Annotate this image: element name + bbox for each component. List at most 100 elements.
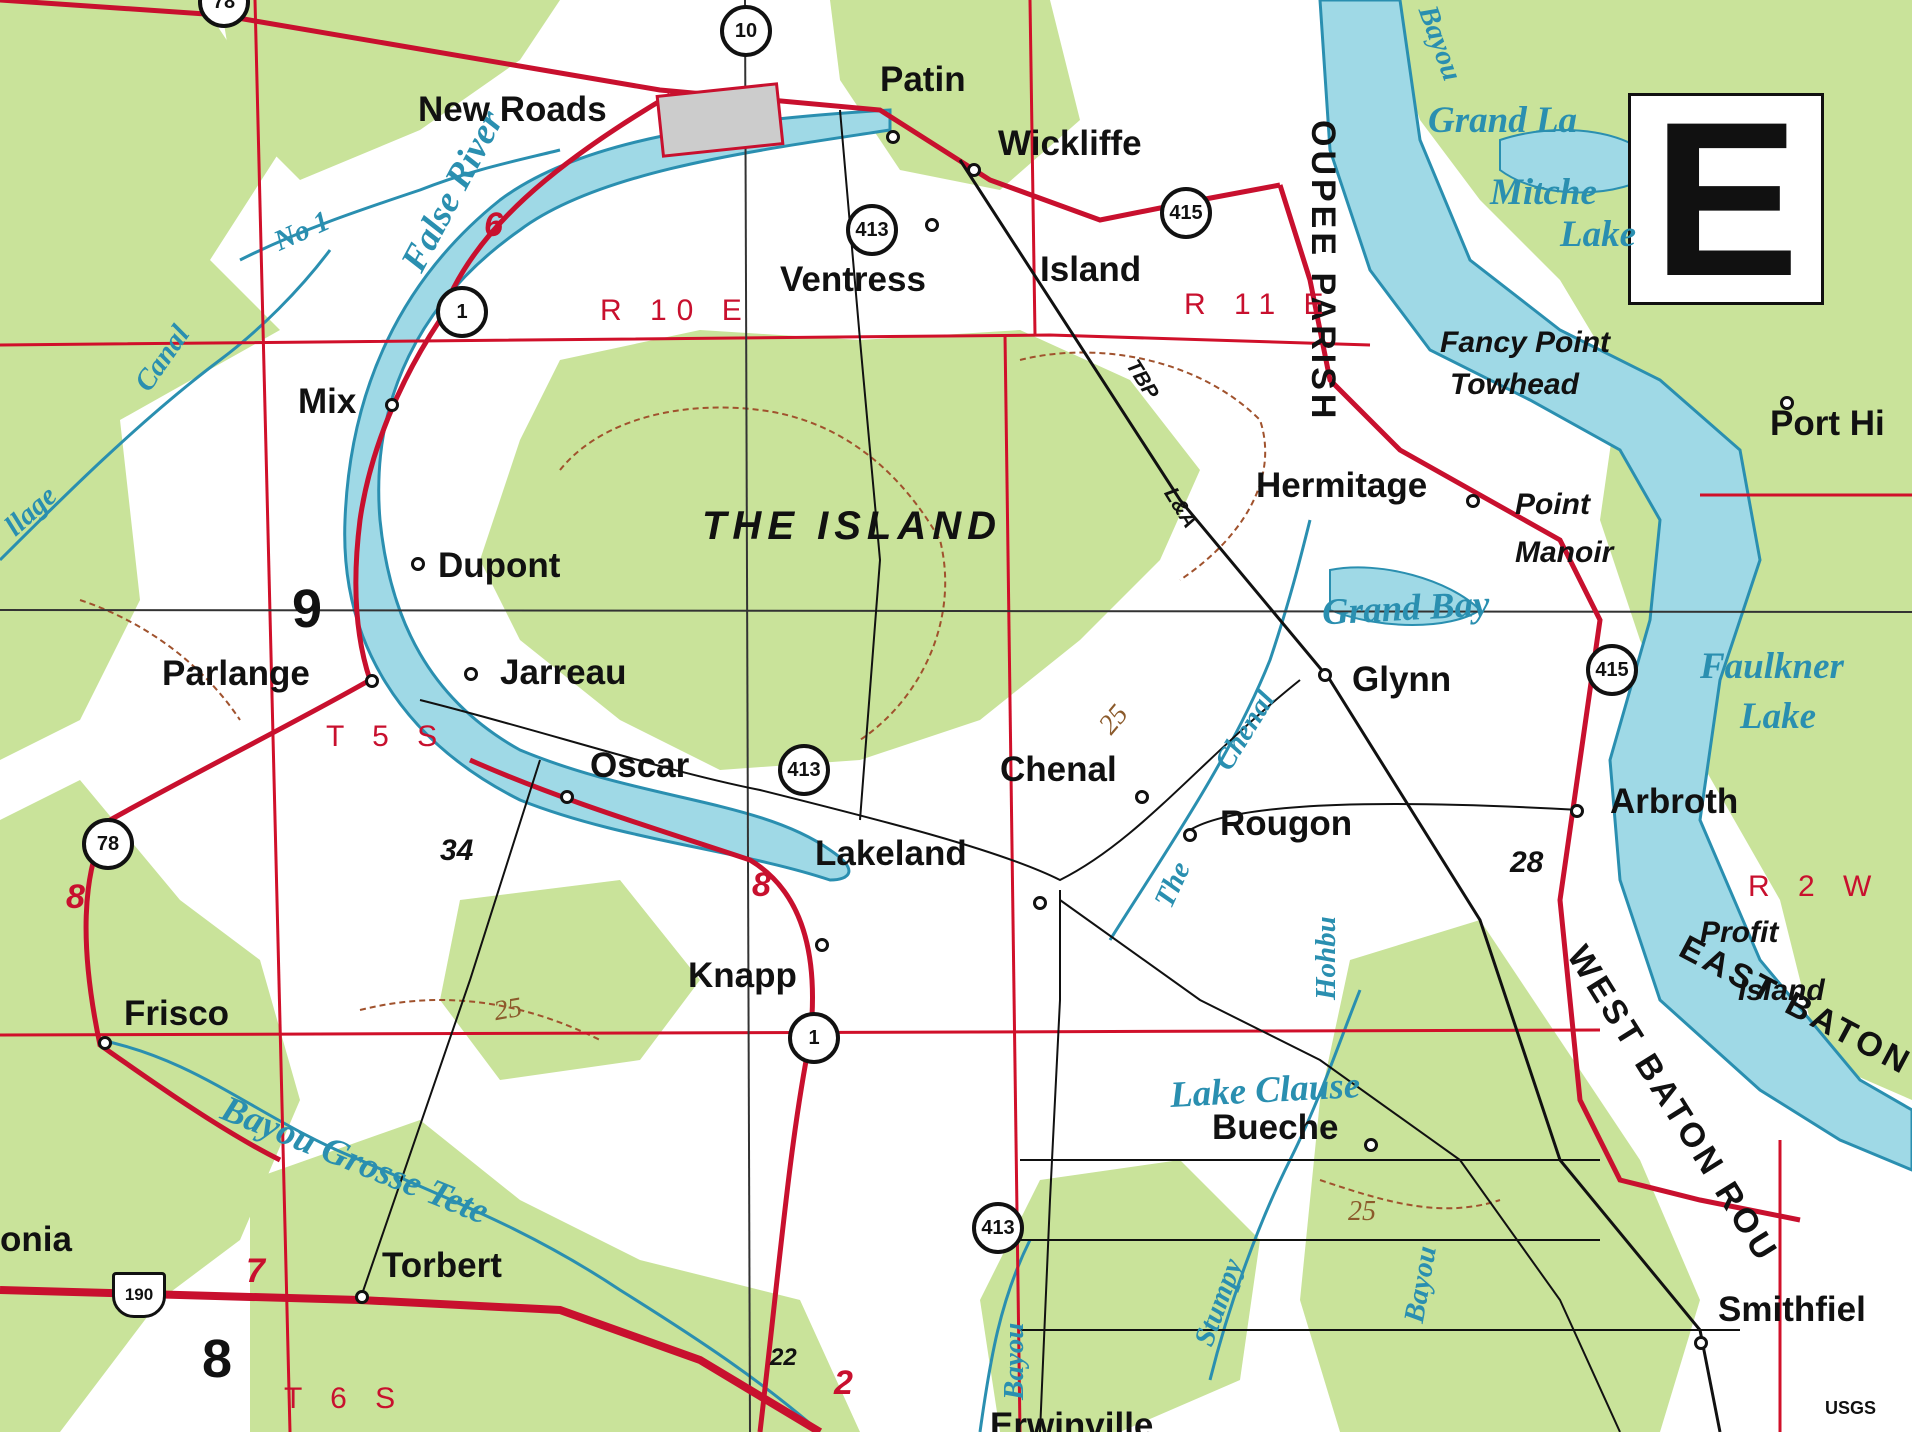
road-la1-west xyxy=(353,92,672,681)
feature-point: Point xyxy=(1515,488,1590,521)
veg-island-center xyxy=(480,330,1200,770)
water-mitchell-lake-1: Mitche xyxy=(1490,172,1597,213)
grid-number-8: 8 xyxy=(202,1329,233,1389)
water-bayou-south: Bayou xyxy=(998,1322,1030,1400)
place-torbert: Torbert xyxy=(382,1246,502,1285)
grid-v-2 xyxy=(1028,0,1037,336)
place-glynn: Glynn xyxy=(1352,660,1452,699)
place-ventress: Ventress xyxy=(780,260,926,299)
section-8b: 8 xyxy=(66,878,85,916)
place-arbroth: Arbroth xyxy=(1610,782,1739,821)
town-marker-smithfield xyxy=(1694,1336,1708,1350)
utm-h-1 xyxy=(0,609,1912,613)
road-local-6 xyxy=(1059,899,1621,1432)
road-us190 xyxy=(0,1286,823,1432)
town-marker-chenal xyxy=(1135,790,1149,804)
feature-island: Island xyxy=(1738,974,1825,1007)
road-local-3 xyxy=(1189,803,1581,831)
road-south xyxy=(468,757,815,1432)
place-frisco: Frisco xyxy=(124,994,230,1033)
township-t5s: T 5 S xyxy=(326,720,448,753)
place-new-roads: New Roads xyxy=(418,90,607,129)
township-t6s: T 6 S xyxy=(284,1382,406,1415)
town-marker-patin xyxy=(886,130,900,144)
range-r2w: R 2 W xyxy=(1748,870,1882,903)
canal-stream xyxy=(0,249,332,562)
range-r11e: R 11 E xyxy=(1184,288,1334,321)
water-faulkner: Faulkner xyxy=(1700,646,1844,687)
feature-profit: Profit xyxy=(1700,916,1779,949)
feature-fancy-point: Fancy Point xyxy=(1440,326,1611,359)
contour-label-25a: 25 xyxy=(491,991,525,1028)
route-shield-413-mid: 413 xyxy=(778,744,830,796)
map-corner-letter: E xyxy=(1628,89,1824,309)
town-marker-knapp xyxy=(815,938,829,952)
road-grid-south xyxy=(1020,1159,1740,1331)
place-rougon: Rougon xyxy=(1220,804,1353,843)
range-r10e: R 10 E xyxy=(600,294,752,327)
railroad-line xyxy=(958,159,1722,1432)
town-marker-frisco xyxy=(98,1036,112,1050)
streams xyxy=(0,148,1362,1432)
veg-south-center xyxy=(980,1160,1260,1432)
route-shield-us190: 190 xyxy=(112,1272,166,1318)
place-dupont: Dupont xyxy=(438,546,561,585)
grid-number-9: 9 xyxy=(292,579,323,639)
road-local-1 xyxy=(419,679,1301,882)
route-shield-413-north: 413 xyxy=(846,204,898,256)
contour-5 xyxy=(79,599,241,721)
place-mix: Mix xyxy=(298,382,357,421)
grid-v-3 xyxy=(1003,334,1022,1432)
place-island: Island xyxy=(1040,250,1142,289)
town-marker-arbroth xyxy=(1570,804,1584,818)
veg-south-mid xyxy=(440,880,700,1080)
feature-towhead: Towhead xyxy=(1450,368,1579,401)
contour-1 xyxy=(559,406,947,741)
area-the-island: THE ISLAND xyxy=(702,504,1002,548)
town-marker-ventress xyxy=(925,218,939,232)
route-shield-1-north: 1 xyxy=(436,286,488,338)
town-marker-port-hickey xyxy=(1780,396,1794,410)
contour-2 xyxy=(1019,351,1267,581)
route-shield-78: 78 xyxy=(82,818,134,870)
chenal-stream xyxy=(1108,519,1312,941)
town-marker-jarreau xyxy=(464,667,478,681)
place-lakeland: Lakeland xyxy=(815,834,967,873)
place-erwinville: Erwinville xyxy=(990,1406,1154,1432)
town-marker-oscar xyxy=(560,790,574,804)
town-marker-hermitage xyxy=(1466,494,1480,508)
parish-pointe-coupee: OUPEE PARISH xyxy=(1304,120,1342,423)
contour-lines xyxy=(79,351,1501,1210)
section-22: 22 xyxy=(770,1344,797,1371)
bayou-south-stream xyxy=(978,1239,1032,1432)
place-patin: Patin xyxy=(880,60,966,99)
place-oscar: Oscar xyxy=(590,746,690,785)
water-faulkner-lake: Lake xyxy=(1740,696,1817,737)
water-bayou-hotte: Hohbu xyxy=(1310,916,1342,1000)
town-marker-parlange xyxy=(365,674,379,688)
town-marker-rougon xyxy=(1183,828,1197,842)
place-bueche: Bueche xyxy=(1212,1108,1339,1147)
section-8a: 8 xyxy=(752,866,771,904)
road-la415 xyxy=(1277,184,1801,1223)
place-wickliffe: Wickliffe xyxy=(998,124,1142,163)
contour-3 xyxy=(359,999,601,1041)
road-local-4 xyxy=(359,759,541,1301)
town-marker-glynn xyxy=(1318,668,1332,682)
town-marker-mix xyxy=(385,398,399,412)
feature-manoir: Manoir xyxy=(1515,536,1614,569)
grid-h-top xyxy=(0,333,1371,347)
mississippi-river xyxy=(1318,0,1912,1172)
veg-top-left xyxy=(220,0,560,180)
false-river-oxbow xyxy=(343,108,892,882)
place-port-hickey: Port Hi xyxy=(1770,404,1885,443)
town-marker-lakeland xyxy=(1033,896,1047,910)
utm-v-1 xyxy=(744,0,751,1432)
veg-south xyxy=(250,1120,860,1432)
town-marker-dupont xyxy=(411,557,425,571)
town-marker-wickliffe xyxy=(967,163,981,177)
grid-v-1 xyxy=(253,0,292,1432)
